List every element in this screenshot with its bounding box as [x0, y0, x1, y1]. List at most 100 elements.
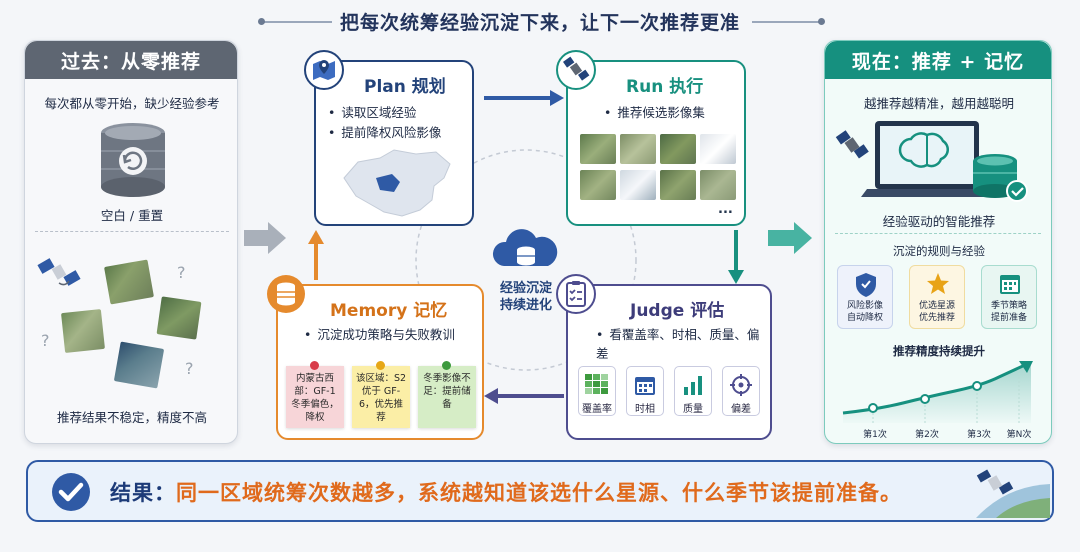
judge-title: Judge 评估	[630, 301, 725, 321]
database-icon	[267, 275, 305, 313]
result-bar: 结果：同一区域统筹次数越多，系统越知道该选什么星源、什么季节该提前准备。	[26, 460, 1054, 522]
candidate-image-thumb	[620, 134, 656, 164]
rules-title: 沉淀的规则与经验	[893, 244, 985, 258]
satellite-icon	[37, 258, 81, 286]
question-mark-icon: ?	[185, 359, 194, 378]
plan-bullet-2: 提前降权风险影像	[328, 122, 441, 141]
candidate-image-thumb	[660, 134, 696, 164]
smart-system-icon	[835, 121, 1028, 202]
candidate-image-thumb	[580, 134, 616, 164]
loop-connectors	[308, 90, 744, 404]
accuracy-title: 推荐精度持续提升	[893, 344, 985, 358]
judge-bullet: 看覆盖率、时相、质量、偏差	[596, 324, 770, 362]
metric-label-coverage: 覆盖率	[582, 404, 612, 415]
judge-panel: Judge 评估 看覆盖率、时相、质量、偏差	[556, 274, 772, 440]
satellite-image-thumb	[61, 309, 105, 353]
more-ellipsis: ...	[718, 202, 733, 217]
result-text: 结果：同一区域统筹次数越多，系统越知道该选什么星源、什么季节该提前准备。	[110, 477, 902, 507]
shield-icon	[856, 273, 876, 297]
calendar-icon	[635, 377, 655, 395]
rule-source-line2: 优先推荐	[918, 313, 955, 323]
past-subtitle: 每次都从零开始，缺少经验参考	[44, 96, 220, 111]
past-header: 过去：从零推荐	[25, 41, 237, 79]
now-divider	[835, 233, 1041, 234]
star-icon	[927, 273, 949, 294]
center-line-2: 持续进化	[499, 298, 552, 313]
rule-risk-line1: 风险影像	[846, 301, 883, 311]
pin-icon	[310, 361, 319, 370]
check-circle-icon	[52, 473, 90, 511]
plan-title: Plan 规划	[364, 77, 446, 97]
memory-note-1: 内蒙古西部：GF-1 冬季偏色，降权	[286, 361, 344, 428]
title-line-right	[752, 21, 822, 23]
candidate-image-thumb	[700, 170, 736, 200]
accuracy-trend-chart	[842, 361, 1033, 423]
result-label: 结果：	[110, 481, 176, 505]
candidate-image-thumb	[700, 134, 736, 164]
title-dot-left	[258, 18, 265, 25]
memory-bullet: 沉淀成功策略与失败教训	[304, 324, 455, 343]
satellite-earth-icon	[976, 469, 1050, 518]
past-panel: 过去：从零推荐 每次都从零开始，缺少经验参考 空白 / 重置 ? ? ? 推荐结…	[24, 40, 238, 444]
question-mark-icon: ?	[177, 263, 186, 282]
cloud-database-icon	[492, 229, 558, 266]
center-loop-label: 经验沉淀 持续进化	[486, 280, 566, 314]
now-system-label: 经验驱动的智能推荐	[882, 214, 996, 229]
past-bottom-text: 推荐结果不稳定，精度不高	[56, 410, 207, 425]
rule-risk-line2: 自动降权	[846, 313, 883, 323]
run-bullet-1: 推荐候选影像集	[604, 102, 705, 121]
coverage-grid-icon	[585, 374, 608, 394]
question-mark-icon: ?	[41, 331, 50, 350]
rule-card-source: 优选星源 优先推荐	[909, 265, 965, 329]
transition-arrow-left	[244, 222, 286, 254]
checklist-icon	[556, 274, 596, 314]
satellite-image-thumb	[156, 296, 202, 340]
page-title: 把每次统筹经验沉淀下来，让下一次推荐更准	[339, 12, 740, 34]
pin-icon	[442, 361, 451, 370]
x-label-1: 第1次	[863, 430, 887, 440]
china-map-icon	[343, 149, 451, 217]
result-body: 同一区域统筹次数越多，系统越知道该选什么星源、什么季节该提前准备。	[176, 481, 902, 505]
run-panel: Run 执行 推荐候选影像集 ...	[556, 50, 746, 226]
coverage-metric	[578, 366, 616, 416]
candidate-image-thumb	[580, 170, 616, 200]
metric-label-deviation: 偏差	[731, 404, 751, 415]
metric-label-quality: 质量	[683, 404, 703, 415]
x-label-n: 第N次	[1006, 430, 1032, 440]
title-dot-right	[818, 18, 825, 25]
calendar-icon	[1000, 275, 1020, 294]
x-label-3: 第3次	[967, 430, 991, 440]
run-title: Run 执行	[626, 77, 704, 97]
rule-card-season: 季节策略 提前准备	[981, 265, 1037, 329]
satellite-icon	[556, 50, 596, 90]
rule-source-line1: 优选星源	[918, 301, 955, 311]
rule-season-line1: 季节策略	[990, 301, 1027, 311]
database-reset-icon	[101, 123, 165, 197]
deviation-metric	[722, 366, 760, 416]
x-label-2: 第2次	[915, 430, 939, 440]
memory-title: Memory 记忆	[330, 301, 448, 321]
past-db-label: 空白 / 重置	[100, 208, 164, 223]
memory-panel: Memory 记忆 沉淀成功策略与失败教训 内蒙古西部：GF-1 冬季偏色，降权…	[267, 275, 484, 440]
transition-arrow-right	[768, 222, 812, 254]
rule-season-line2: 提前准备	[990, 313, 1027, 323]
rule-card-risk: 风险影像 自动降权	[837, 265, 893, 329]
memory-note-3: 冬季影像不足：提前储备	[418, 361, 476, 428]
bar-chart-icon	[684, 376, 702, 395]
plan-bullet-1: 读取区域经验	[328, 102, 416, 121]
center-line-1: 经验沉淀	[499, 281, 552, 296]
quality-metric	[674, 366, 712, 416]
memory-note-2: 该区域：S2 优于 GF-6，优先推荐	[352, 361, 410, 428]
title-line-left	[262, 21, 332, 23]
candidate-image-thumb	[660, 170, 696, 200]
satellite-image-thumb	[113, 341, 165, 389]
satellite-image-thumb	[104, 259, 154, 305]
target-icon	[730, 374, 752, 396]
past-divider	[35, 231, 229, 232]
now-subtitle: 越推荐越精准，越用越聪明	[863, 96, 1014, 111]
candidate-image-thumb	[620, 170, 656, 200]
plan-panel: Plan 规划 读取区域经验 提前降权风险影像	[304, 50, 474, 226]
time-phase-metric	[626, 366, 664, 416]
map-pin-icon	[304, 50, 344, 90]
now-header: 现在：推荐 + 记忆	[825, 41, 1051, 79]
